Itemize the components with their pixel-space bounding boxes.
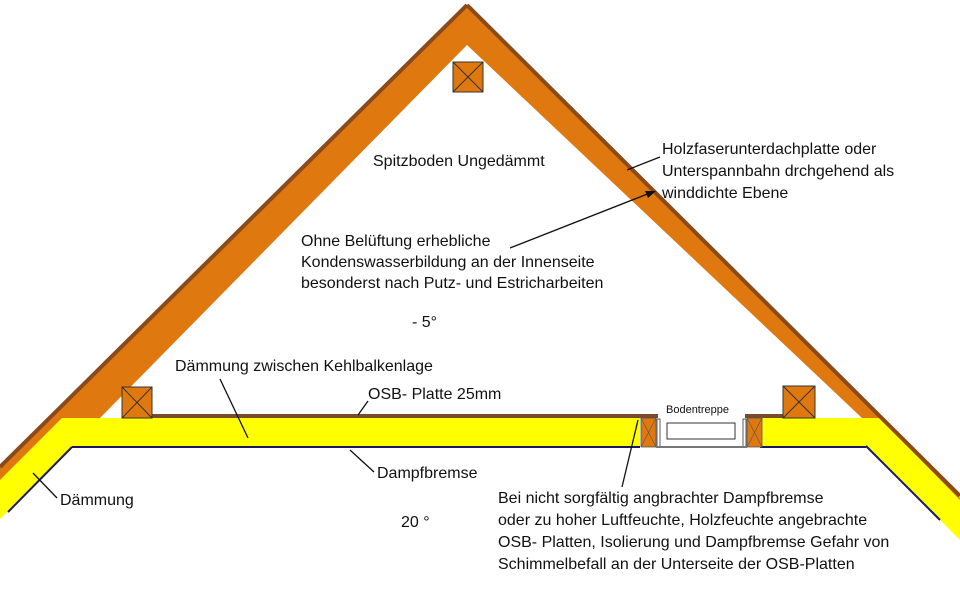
label-line: Schimmelbefall an der Unterseite der OSB…: [498, 556, 855, 573]
label-line: OSB- Platten, Isolierung und Dampfbremse…: [498, 534, 890, 551]
leader-insulation: [32, 472, 58, 499]
label-line: Ohne Belüftung erhebliche: [301, 233, 491, 250]
left-roof-board: [0, 3, 469, 469]
attic-stair: [640, 417, 763, 448]
left-rafter: [0, 5, 467, 480]
arrow-head-icon: [645, 191, 656, 198]
label-line: Kondenswasserbildung an der Innenseite: [301, 254, 595, 271]
osb-label: OSB- Platte 25mm: [368, 386, 502, 403]
mold-warning-label: Bei nicht sorgfältig angbrachter Dampfbr…: [498, 488, 889, 576]
leader-collar-insulation: [219, 378, 249, 439]
right-slope-vapor-barrier: [865, 445, 941, 521]
label-line: Bei nicht sorgfältig angbrachter Dampfbr…: [498, 490, 824, 507]
leader-vapor-barrier: [349, 449, 375, 473]
osb-board-right: [745, 414, 783, 418]
leader-roof-board: [626, 156, 661, 171]
right-collar-beam: [782, 385, 816, 419]
right-slope-insulation: [862, 418, 960, 540]
collar-insulation-label: Dämmung zwischen Kehlbalkenlage: [175, 358, 433, 375]
label-line: winddichte Ebene: [662, 185, 789, 202]
condensation-label: Ohne Belüftung erhebliche Kondenswasserb…: [301, 231, 603, 294]
leader-osb: [357, 400, 369, 416]
attic-temperature: - 5°: [412, 314, 438, 331]
top-beam: [452, 61, 484, 93]
stair-label: Bodentreppe: [666, 404, 729, 416]
right-roof-board: [465, 3, 960, 498]
attic-label: Spitzboden Ungedämmt: [373, 153, 545, 170]
label-line: Unterspannbahn drchgehend als: [662, 163, 895, 180]
left-collar-beam: [121, 386, 153, 419]
vapor-barrier-label: Dampfbremse: [377, 465, 478, 482]
osb-board-left: [152, 414, 658, 418]
leader-condensation: [509, 192, 651, 249]
collar-insulation-right: [762, 418, 866, 446]
label-line: Holzfaserunterdachplatte oder: [662, 141, 877, 158]
collar-insulation-left: [70, 418, 640, 446]
label-line: besonderst nach Putz- und Estricharbeite…: [301, 275, 604, 292]
roof-board-label: Holzfaserunterdachplatte oder Unterspann…: [662, 139, 894, 205]
room-temperature: 20 °: [401, 514, 430, 531]
label-line: oder zu hoher Luftfeuchte, Holzfeuchte a…: [498, 512, 868, 529]
insulation-label: Dämmung: [60, 492, 134, 509]
leader-mold-warning: [621, 419, 639, 488]
